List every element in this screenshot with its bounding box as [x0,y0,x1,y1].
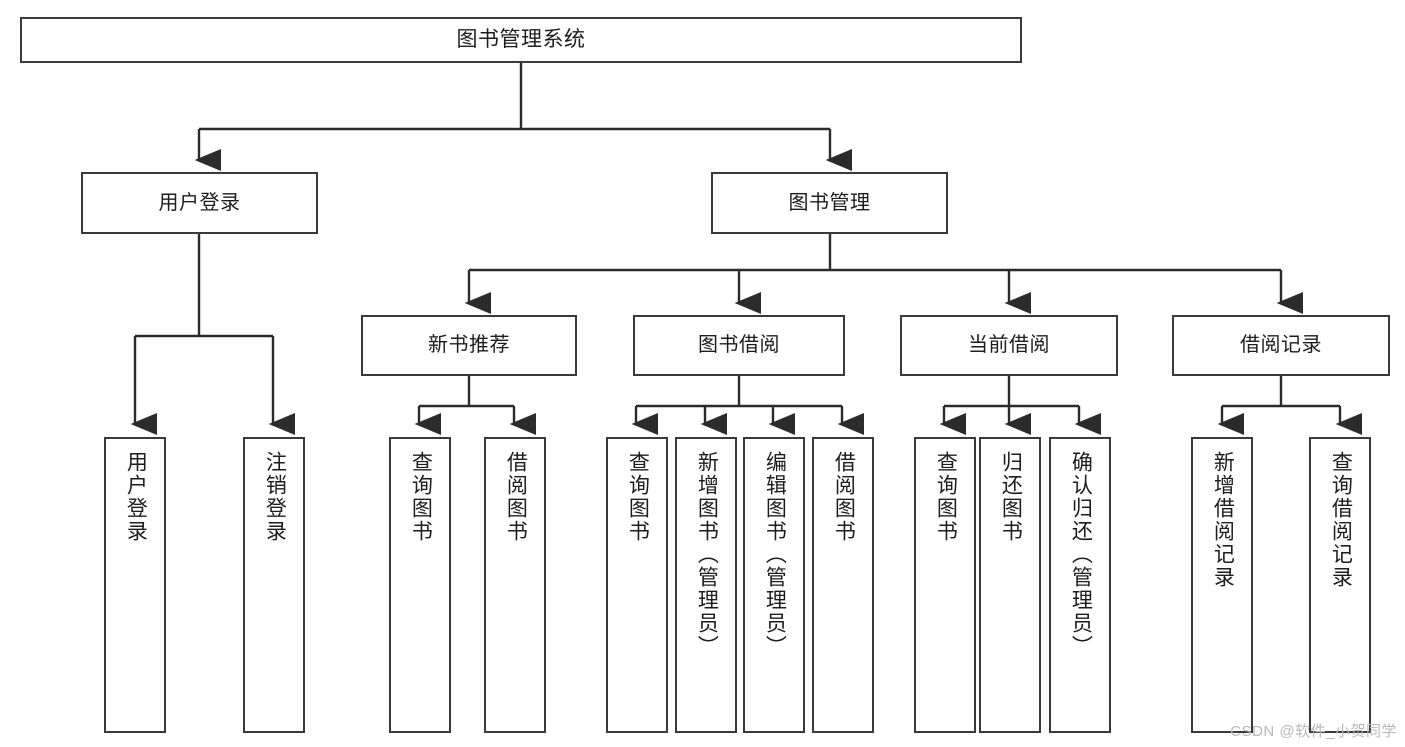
leaf-borrow-book-2[interactable]: 借阅图书 [812,437,874,733]
leaf-edit-book[interactable]: 编辑图书（管理员） [743,437,805,733]
leaf-return-book[interactable]: 归还图书 [979,437,1041,733]
node-book-management[interactable]: 图书管理 [711,172,948,234]
leaf-user-login[interactable]: 用户登录 [104,437,166,733]
node-current-borrow[interactable]: 当前借阅 [900,315,1118,376]
leaf-label: 新增借阅记录 [1211,451,1235,589]
leaf-label: 新增图书（管理员） [695,451,719,658]
leaf-confirm-return[interactable]: 确认归还（管理员） [1049,437,1111,733]
leaf-query-book-2[interactable]: 查询图书 [606,437,668,733]
node-label: 借阅记录 [1240,334,1322,356]
leaf-borrow-book-1[interactable]: 借阅图书 [484,437,546,733]
leaf-label: 注销登录 [263,451,287,543]
leaf-add-book[interactable]: 新增图书（管理员） [675,437,737,733]
node-new-book-recommend[interactable]: 新书推荐 [361,315,577,376]
node-label: 新书推荐 [428,334,510,356]
node-book-borrow[interactable]: 图书借阅 [633,315,845,376]
leaf-label: 查询图书 [626,451,650,543]
leaf-query-book-1[interactable]: 查询图书 [389,437,451,733]
leaf-label: 编辑图书（管理员） [763,451,787,658]
node-borrow-record[interactable]: 借阅记录 [1172,315,1390,376]
node-label: 图书管理系统 [456,27,586,51]
leaf-label: 借阅图书 [832,451,856,543]
node-label: 用户登录 [158,191,241,214]
leaf-logout-login[interactable]: 注销登录 [243,437,305,733]
node-label: 图书借阅 [698,334,780,356]
leaf-label: 用户登录 [124,451,148,543]
csdn-watermark: CSDN @软件_小贺同学 [1230,723,1397,740]
leaf-add-borrow-record[interactable]: 新增借阅记录 [1191,437,1253,733]
node-label: 当前借阅 [968,334,1050,356]
leaf-label: 归还图书 [999,451,1023,543]
node-book-management-system[interactable]: 图书管理系统 [20,17,1022,63]
leaf-label: 查询图书 [934,451,958,543]
leaf-query-book-3[interactable]: 查询图书 [914,437,976,733]
leaf-label: 借阅图书 [504,451,528,543]
leaf-label: 查询图书 [409,451,433,543]
leaf-label: 查询借阅记录 [1329,451,1353,589]
leaf-query-borrow-record[interactable]: 查询借阅记录 [1309,437,1371,733]
leaf-label: 确认归还（管理员） [1069,451,1093,658]
node-label: 图书管理 [788,191,871,214]
node-user-login[interactable]: 用户登录 [81,172,318,234]
